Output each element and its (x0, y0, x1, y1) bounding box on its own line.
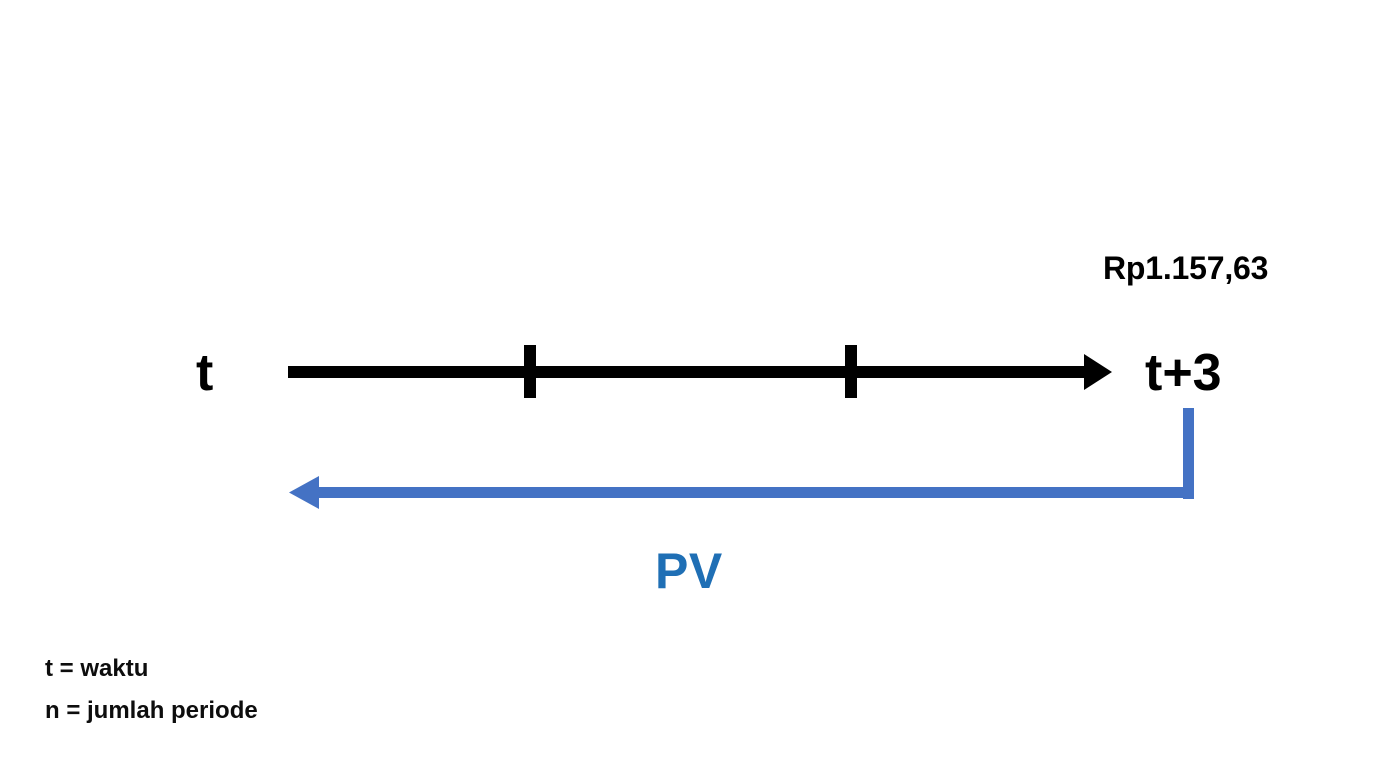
timeline-start-label: t (196, 344, 214, 402)
pv-discount-arrow-group (289, 408, 1194, 509)
legend-line-t: t = waktu (45, 655, 149, 682)
pv-arrow-horizontal-segment (310, 487, 1194, 498)
timeline-tick-2 (845, 345, 857, 398)
pv-arrowhead-left-icon (289, 476, 319, 509)
legend-block: t = waktu n = jumlah periode (45, 648, 258, 732)
present-value-label: PV (655, 543, 723, 599)
timeline-tick-1 (524, 345, 536, 398)
timeline-ticks-group (524, 345, 857, 398)
timeline-axis-group (288, 354, 1112, 390)
timeline-axis-line (288, 366, 1086, 378)
legend-line-n: n = jumlah periode (45, 697, 258, 724)
future-value-amount-label: Rp1.157,63 (1103, 250, 1269, 286)
pv-arrow-vertical-segment (1183, 408, 1194, 499)
timeline-arrowhead-right-icon (1084, 354, 1112, 390)
timeline-end-label: t+3 (1145, 344, 1222, 402)
